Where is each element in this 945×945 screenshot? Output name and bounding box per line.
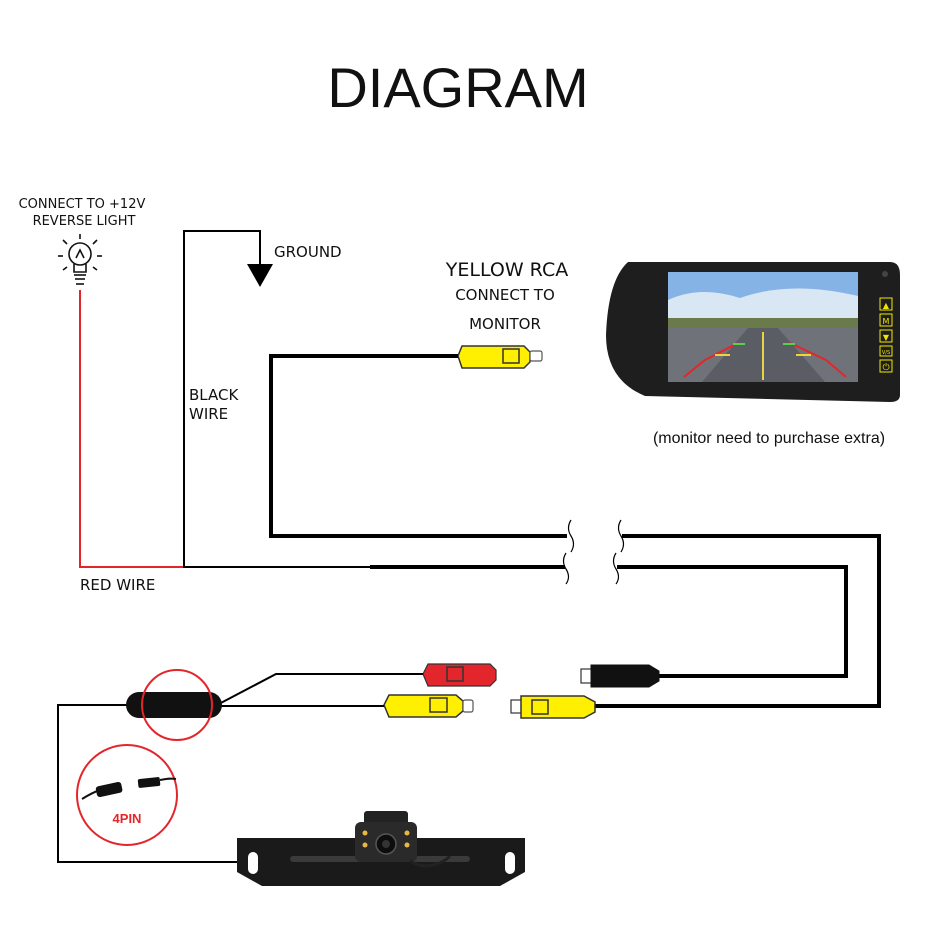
yellow-rca-plug-monitor [457,345,543,369]
cable-splitter [126,692,222,718]
power-cable-right [617,565,848,678]
connect-to-label: CONNECT TO [455,286,555,304]
license-plate-camera [237,811,525,886]
ground-label: GROUND [274,243,342,261]
monitor-button-panel: ▲ M ▼ V/S ⏻ [879,297,893,373]
rearview-mirror-monitor: ▲ M ▼ V/S ⏻ [606,262,900,402]
monitor-menu-button[interactable]: M [883,317,890,326]
yellow-rca-connector-right [510,695,596,719]
light-bulb-icon [58,234,102,285]
black-wire [183,230,370,568]
monitor-down-button[interactable]: ▼ [883,333,890,342]
black-wire-label-2: WIRE [189,405,228,423]
red-wire [79,290,370,568]
four-pin-callout: 4PIN [76,744,178,846]
reverse-light-label: CONNECT TO +12V [19,197,146,212]
monitor-up-button[interactable]: ▲ [883,301,890,310]
reverse-light-label-2: REVERSE LIGHT [33,214,136,229]
monitor-power-button[interactable]: ⏻ [882,362,889,373]
red-rca-connector [422,663,497,687]
video-cable-upper [269,354,567,538]
black-wire-label: BLACK [189,386,239,404]
monitor-vs-button[interactable]: V/S [882,350,890,356]
monitor-note: (monitor need to purchase extra) [653,430,885,447]
black-rca-connector [580,664,660,688]
video-cable-right [594,534,881,708]
red-wire-label: RED WIRE [80,576,155,594]
yellow-rca-connector-left [383,694,474,718]
ground-arrow-icon [247,264,273,287]
monitor-label: MONITOR [469,315,541,333]
page-title: DIAGRAM [327,56,588,119]
red-lead-wire [216,673,423,706]
cable-break-marks [562,519,625,585]
four-pin-label: 4PIN [113,811,142,826]
splitter-callout-ring [141,669,213,741]
yellow-rca-label: YELLOW RCA [445,259,568,281]
camera-main-cable [57,704,240,863]
